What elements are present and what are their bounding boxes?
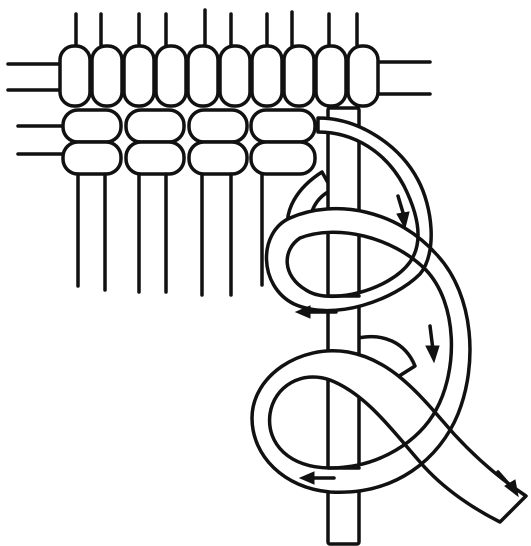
lower-bead <box>189 142 247 174</box>
top-bead <box>284 46 314 106</box>
lower-bead <box>63 110 121 142</box>
top-bead <box>124 46 154 106</box>
top-bead <box>348 46 378 106</box>
arrow-down-icon <box>426 326 439 362</box>
top-bead <box>220 46 250 106</box>
lower-bead-row-2 <box>63 142 315 174</box>
upper-threads <box>76 10 357 52</box>
lower-bead <box>126 142 184 174</box>
lower-bead <box>251 142 315 174</box>
hanging-strands <box>78 174 262 295</box>
lower-bead <box>63 142 121 174</box>
lower-bead <box>251 110 315 142</box>
top-bead <box>156 46 186 106</box>
top-bead <box>188 46 218 106</box>
top-bead <box>60 46 90 106</box>
lower-bead <box>126 110 184 142</box>
lower-bead-row-1 <box>63 110 315 142</box>
top-bead-row <box>60 46 378 106</box>
working-cord <box>252 118 526 522</box>
top-bead <box>92 46 122 106</box>
top-bead <box>316 46 346 106</box>
top-bead <box>252 46 282 106</box>
lower-bead <box>189 110 247 142</box>
